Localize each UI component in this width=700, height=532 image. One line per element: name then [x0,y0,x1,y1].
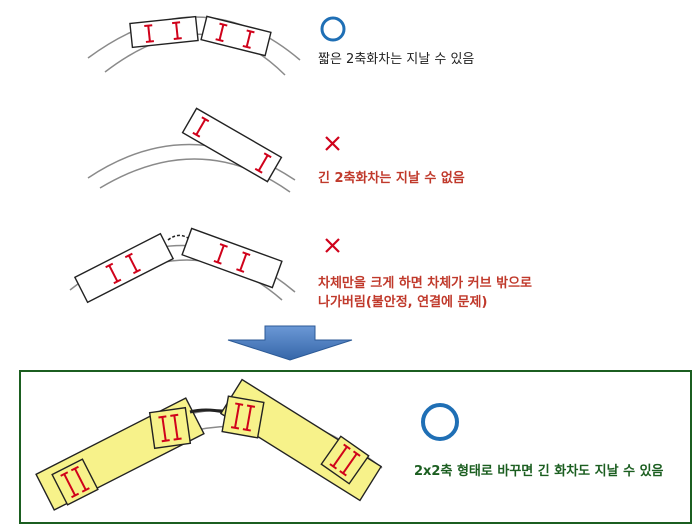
axle [105,252,142,285]
solution-ok-mark [421,403,459,441]
axle [158,413,182,443]
axle [60,465,90,499]
row2-caption: 긴 2축화차는 지날 수 없음 [318,171,465,186]
solution-bogie [51,458,99,506]
row1-car-left [129,15,199,49]
axle [192,116,272,174]
row2-long-car [181,107,283,183]
solution-bogie [320,435,370,485]
row1-ok-mark [320,16,346,42]
solution-bogie [148,406,192,450]
axle [213,243,251,273]
row2-x-mark [325,136,340,151]
row3-car-right [181,227,283,289]
axle [230,402,256,432]
row1-car-right [200,15,272,57]
row1-caption: 짧은 2축화차는 지날 수 있음 [318,52,475,67]
axle [215,22,255,49]
solution-coupler [189,408,225,414]
row3-caption-line1: 차체만을 크게 하면 차체가 커브 밖으로 [318,276,532,291]
row3-caption-line2: 나가버림(불안정, 연결에 문제) [318,295,488,310]
row1-track [87,16,301,76]
solution-caption: 2x2축 형태로 바꾸면 긴 화차도 지날 수 있음 [414,464,664,479]
row3-x-mark [325,238,340,253]
row3-car-left [73,232,175,304]
axle [144,21,182,43]
down-arrow [227,325,353,361]
axle [329,443,361,477]
row3-coupler [167,234,189,241]
solution-bogie [221,395,265,439]
